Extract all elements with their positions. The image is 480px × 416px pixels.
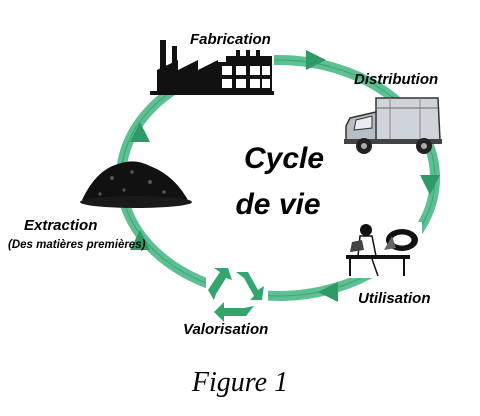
- cycle-arrow-heads: [130, 50, 440, 302]
- factory-icon: [150, 40, 274, 95]
- raw-material-pile-icon: [80, 161, 192, 208]
- person-at-desk-icon: [340, 222, 422, 278]
- arrow-head-top: [306, 50, 326, 70]
- arrow-head-bottom: [318, 282, 338, 302]
- stage-label-distribution: Distribution: [354, 71, 438, 88]
- stage-label-extraction: Extraction: [24, 217, 97, 234]
- figure-caption: Figure 1: [191, 367, 288, 398]
- arrow-head-left-low: [130, 230, 150, 250]
- stage-label-valorisation: Valorisation: [183, 321, 268, 338]
- stage-label-fabrication: Fabrication: [190, 31, 271, 48]
- center-title-line-1: Cycle: [244, 142, 324, 175]
- delivery-truck-icon: [344, 97, 442, 154]
- arrow-head-right: [420, 175, 440, 195]
- recycle-icon: [206, 266, 268, 322]
- center-title-line-2: de vie: [235, 188, 320, 221]
- stage-label-extraction-subtitle: (Des matières premières): [8, 239, 146, 251]
- arrow-head-left-high: [130, 122, 150, 142]
- stage-label-utilisation: Utilisation: [358, 290, 431, 307]
